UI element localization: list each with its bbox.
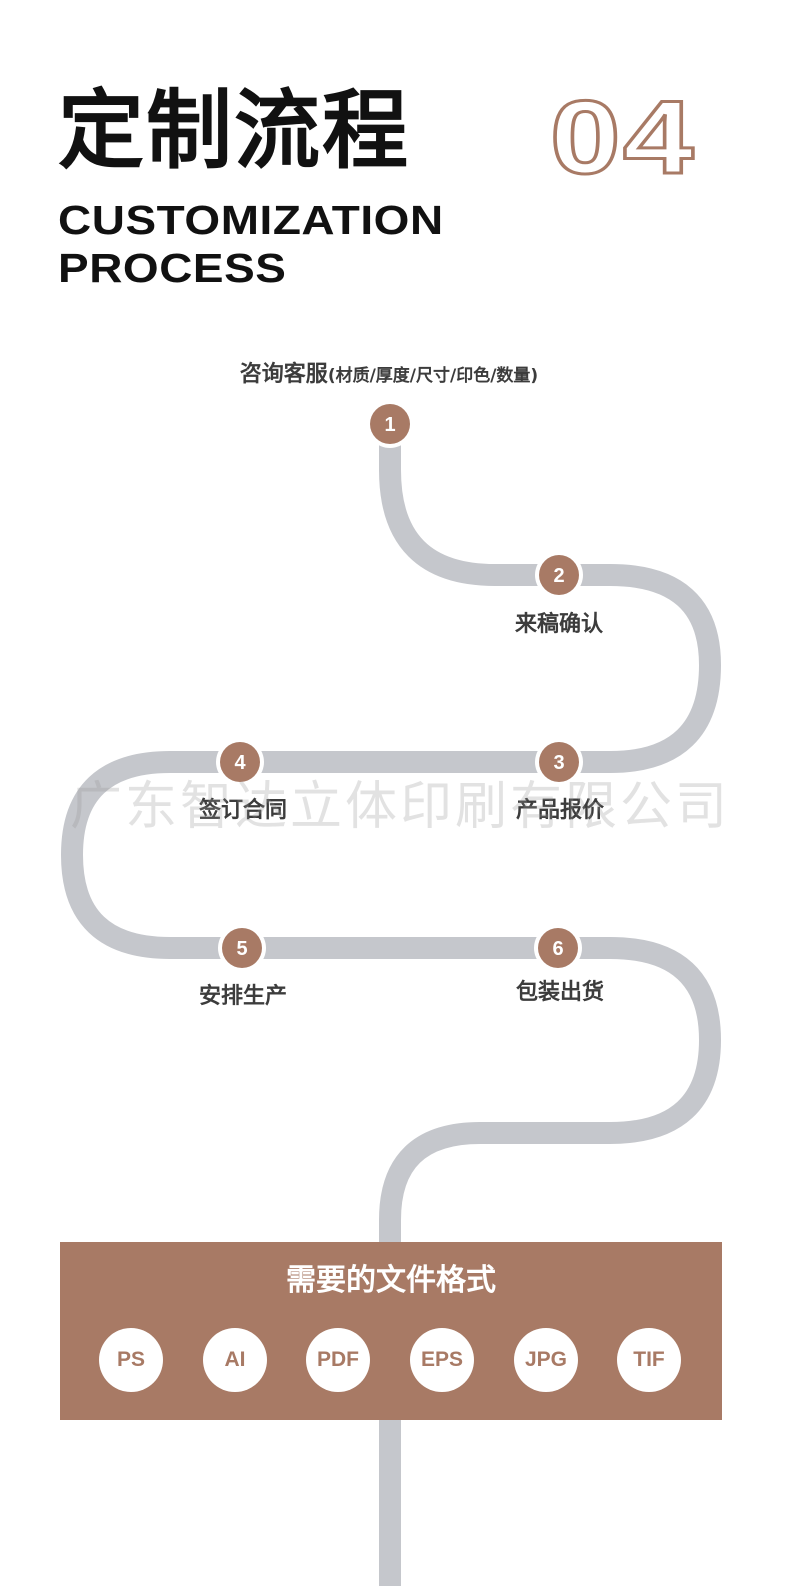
page-subtitle: CUSTOMIZATION PROCESS — [58, 196, 444, 292]
format-badge-jpg: JPG — [514, 1328, 578, 1392]
section-number: 04 — [548, 80, 697, 196]
step-4-label: 签订合同 — [198, 798, 288, 823]
step-marker-1: 1 — [366, 400, 414, 448]
format-badge-ai: AI — [203, 1328, 267, 1392]
step-1-detail: (材质/厚度/尺寸/印色/数量) — [327, 366, 539, 386]
format-badge-ps: PS — [99, 1328, 163, 1392]
format-badge-tif: TIF — [617, 1328, 681, 1392]
step-number-1: 1 — [384, 414, 395, 436]
step-1-title: 咨询客服 — [239, 362, 328, 387]
page-title: 定制流程 — [58, 81, 410, 181]
file-formats-title: 需要的文件格式 — [286, 1263, 496, 1298]
step-number-4: 4 — [234, 752, 246, 774]
step-marker-5: 5 — [218, 924, 266, 972]
winding-path-line — [61, 424, 721, 1586]
step-marker-3: 3 — [535, 738, 583, 786]
step-number-6: 6 — [552, 938, 563, 960]
step-3-label: 产品报价 — [515, 798, 605, 823]
step-2-label: 来稿确认 — [514, 612, 604, 637]
subtitle-line-2: PROCESS — [58, 245, 287, 291]
step-number-5: 5 — [236, 938, 247, 960]
step-number-2: 2 — [553, 565, 564, 587]
format-badge-pdf: PDF — [306, 1328, 370, 1392]
step-marker-6: 6 — [534, 924, 582, 972]
step-number-3: 3 — [553, 752, 564, 774]
format-badge-eps: EPS — [410, 1328, 474, 1392]
step-1-label: 咨询客服(材质/厚度/尺寸/印色/数量) — [240, 364, 538, 386]
file-formats-panel: 需要的文件格式 PS AI PDF EPS JPG TIF — [60, 1242, 722, 1420]
step-5-label: 安排生产 — [198, 984, 288, 1009]
step-6-label: 包装出货 — [515, 980, 605, 1005]
step-marker-4: 4 — [216, 738, 264, 786]
subtitle-line-1: CUSTOMIZATION — [58, 197, 444, 243]
step-marker-2: 2 — [535, 551, 583, 599]
